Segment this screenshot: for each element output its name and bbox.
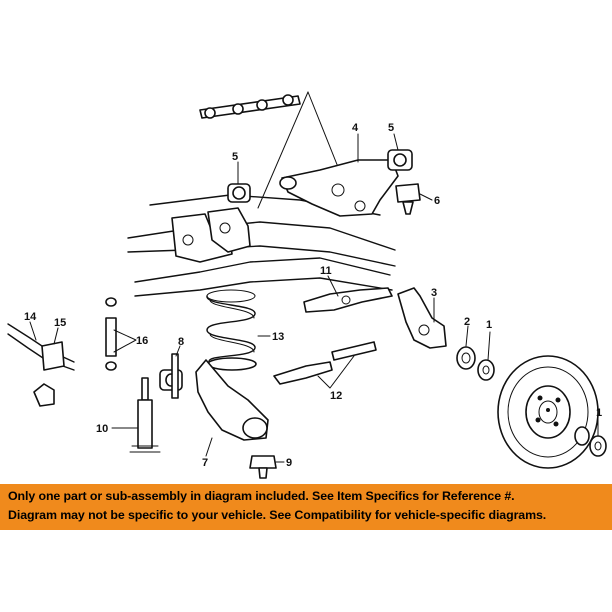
callout-5-left: 5: [232, 151, 238, 163]
callout-5-right: 5: [388, 122, 394, 134]
upper-arm-bushings: [227, 149, 413, 203]
callout-10: 10: [96, 423, 108, 435]
coil-spring: [206, 289, 257, 371]
callout-16: 16: [136, 335, 148, 347]
stabilizer-links: [105, 297, 117, 371]
callout-7: 7: [202, 457, 208, 469]
upper-arm-shaft: [199, 91, 341, 209]
callout-4: 4: [352, 122, 359, 134]
callout-9: 9: [286, 457, 292, 469]
center-link: [303, 287, 393, 313]
callout-3: 3: [431, 287, 437, 299]
frame-crossmember: [127, 194, 396, 297]
outer-bearing-parts: [574, 426, 607, 457]
wheel-bearings: [456, 346, 495, 381]
pivot-bolt: [171, 353, 179, 399]
callout-6: 6: [434, 195, 440, 207]
leader-lines: [29, 133, 599, 463]
lower-ball-joint: [249, 455, 277, 479]
callout-8: 8: [178, 336, 184, 348]
disclaimer-line-2: Diagram may not be specific to your vehi…: [8, 508, 547, 522]
callout-12: 12: [330, 390, 342, 402]
callout-14: 14: [24, 311, 37, 323]
hub-rotor: [497, 355, 599, 469]
callout-1-seal: 1: [486, 319, 492, 331]
steering-knuckle: [397, 287, 447, 349]
disclaimer-line-1: Only one part or sub-assembly in diagram…: [8, 489, 515, 503]
upper-ball-joint: [395, 183, 421, 215]
callout-13: 13: [272, 331, 284, 343]
callout-1-outer: 1: [596, 407, 602, 419]
disclaimer-banner: Only one part or sub-assembly in diagram…: [0, 484, 612, 530]
shock-absorber: [129, 377, 161, 453]
upper-control-arm: [279, 159, 399, 217]
stabilizer-bar: [7, 323, 75, 407]
callout-15: 15: [54, 317, 66, 329]
tie-rod-ends: [273, 341, 377, 385]
callout-11: 11: [320, 265, 332, 277]
callout-2: 2: [464, 316, 470, 328]
